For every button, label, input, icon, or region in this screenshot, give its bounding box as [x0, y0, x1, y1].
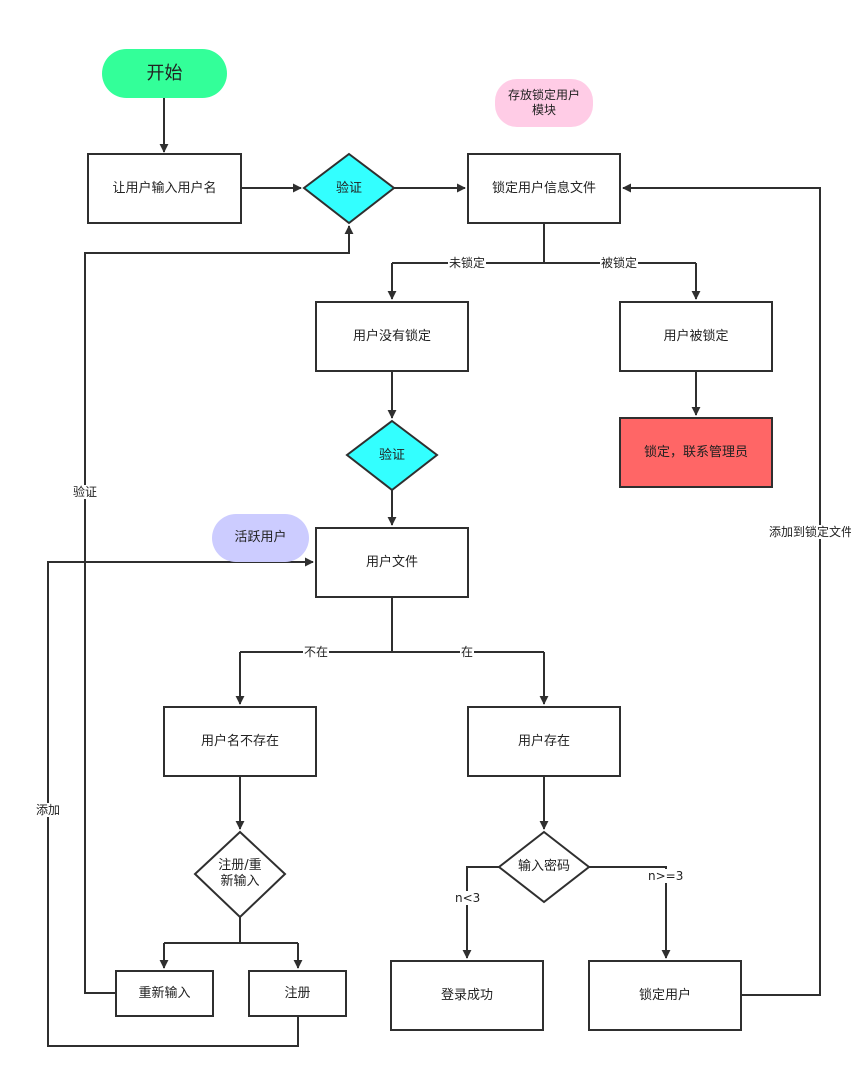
password-diamond	[497, 830, 591, 904]
reinput-node: 重新输入	[115, 970, 214, 1017]
input-username-node: 让用户输入用户名	[87, 153, 242, 224]
user-file-node: 用户文件	[315, 527, 469, 598]
edge-register-back	[47, 557, 314, 1047]
edge-decision-split	[164, 917, 298, 944]
edge-label-add: 添加	[35, 803, 62, 817]
verify-diamond-2	[345, 419, 439, 492]
register-label: 注册	[284, 985, 311, 1001]
edge-reinput-back	[84, 225, 354, 994]
edge-label-in: 在	[460, 645, 475, 659]
user-locked-label: 用户被锁定	[663, 328, 729, 344]
enter-password-label-wrap: 输入密码	[499, 832, 589, 902]
user-not-locked-node: 用户没有锁定	[315, 301, 469, 372]
login-success-node: 登录成功	[390, 960, 544, 1031]
edge-label-not-in: 不在	[303, 645, 330, 659]
verify-1-label: 验证	[335, 180, 362, 196]
lock-file-label: 锁定用户信息文件	[491, 180, 596, 196]
lock-file-node: 锁定用户信息文件	[467, 153, 621, 224]
edge-label-verify-back: 验证	[72, 485, 99, 499]
edge-lockuser-to-lockfile	[622, 183, 821, 996]
verify-1-label-wrap: 验证	[304, 154, 394, 223]
start-label: 开始	[146, 62, 183, 84]
edge-label-add-to-lock-file: 添加到锁定文件	[768, 525, 851, 539]
user-exists-node: 用户存在	[467, 706, 621, 777]
edge-label-locked: 被锁定	[600, 256, 639, 270]
locked-contact-admin-node: 锁定，联系管理员	[619, 417, 773, 488]
lock-user-node: 锁定用户	[588, 960, 742, 1031]
register-reinput-diamond	[193, 830, 287, 919]
register-node: 注册	[248, 970, 347, 1017]
login-success-label: 登录成功	[440, 987, 493, 1003]
lock-module-tag: 存放锁定用户 模块	[495, 79, 593, 127]
edge-lockfile-split	[392, 224, 696, 264]
edge-password-to-lock	[589, 866, 671, 959]
user-locked-node: 用户被锁定	[619, 301, 773, 372]
locked-contact-admin-label: 锁定，联系管理员	[643, 444, 748, 460]
edge-password-to-login	[462, 866, 499, 959]
active-user-tag: 活跃用户	[212, 514, 309, 562]
reinput-label: 重新输入	[138, 985, 191, 1001]
edge-label-gte3: n>=3	[647, 869, 685, 883]
enter-password-label: 输入密码	[517, 859, 570, 874]
register-reinput-label: 注册/重 新输入	[218, 858, 262, 889]
register-reinput-label-wrap: 注册/重 新输入	[205, 842, 275, 906]
edge-label-lt3: n<3	[454, 891, 482, 905]
user-file-label: 用户文件	[365, 554, 418, 570]
start-node: 开始	[102, 49, 227, 98]
user-not-locked-label: 用户没有锁定	[352, 328, 431, 344]
input-username-label: 让用户输入用户名	[112, 180, 217, 196]
username-not-exist-label: 用户名不存在	[200, 733, 279, 749]
lock-user-label: 锁定用户	[638, 987, 691, 1003]
verify-2-label-wrap: 验证	[347, 421, 437, 490]
edge-label-not-locked: 未锁定	[448, 256, 487, 270]
active-user-tag-label: 活跃用户	[234, 530, 287, 545]
user-exists-label: 用户存在	[517, 733, 570, 749]
edge-userfile-split	[240, 598, 544, 653]
username-not-exist-node: 用户名不存在	[163, 706, 317, 777]
verify-2-label: 验证	[378, 447, 405, 463]
verify-diamond-1	[302, 152, 396, 225]
lock-module-tag-label: 存放锁定用户 模块	[507, 88, 580, 117]
